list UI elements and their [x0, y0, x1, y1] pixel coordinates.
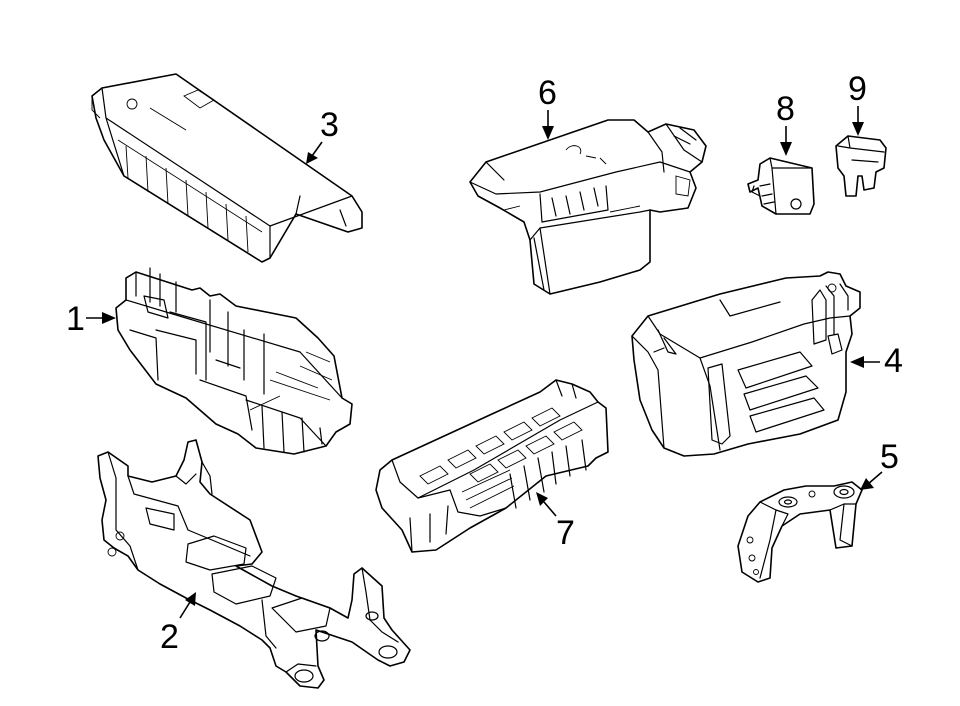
part-8-relay	[747, 157, 815, 215]
part-2-bracket	[97, 439, 411, 689]
part-5-bracket	[737, 481, 863, 583]
callout-9: 9	[848, 70, 867, 136]
callout-7: 7	[536, 492, 575, 552]
callout-2: 2	[160, 592, 196, 656]
callout-4: 4	[850, 342, 903, 380]
callout-1-label: 1	[66, 300, 85, 338]
callout-3-label: 3	[320, 106, 339, 144]
callout-8-label: 8	[776, 90, 795, 128]
callout-8: 8	[776, 90, 795, 156]
callout-6-label: 6	[538, 74, 557, 112]
callout-6: 6	[538, 74, 557, 140]
part-1-relay-block	[115, 267, 353, 455]
part-6-relay-box-cover	[469, 119, 707, 295]
callout-5: 5	[860, 438, 899, 490]
callout-7-label: 7	[556, 514, 575, 552]
callout-9-label: 9	[848, 70, 867, 108]
part-3-fuse-box-cover	[91, 73, 363, 263]
callout-1: 1	[66, 300, 116, 338]
part-9-fuse	[835, 135, 887, 197]
part-7-fuse-box	[375, 379, 609, 553]
callout-2-label: 2	[160, 618, 179, 656]
callout-3: 3	[306, 106, 339, 164]
callout-5-label: 5	[880, 438, 899, 476]
part-4-tray	[631, 271, 861, 457]
callout-4-label: 4	[884, 342, 903, 380]
